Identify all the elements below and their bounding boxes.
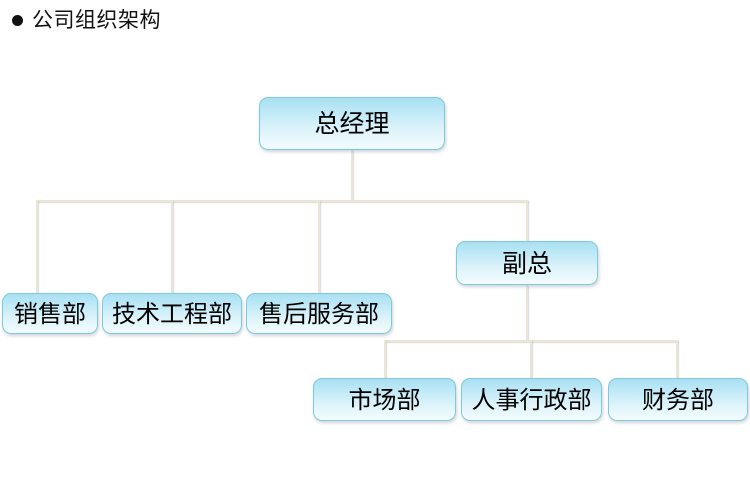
node-tech-engineering[interactable]: 技术工程部 xyxy=(102,293,242,334)
node-deputy-gm-label: 副总 xyxy=(501,248,552,278)
connector-drop-deputy xyxy=(526,200,528,242)
node-hr-admin[interactable]: 人事行政部 xyxy=(461,378,602,421)
connector-drop-marketing xyxy=(384,340,386,379)
connector-drop-after-sales xyxy=(318,200,320,294)
connector-gm-trunk xyxy=(351,150,353,201)
node-finance[interactable]: 财务部 xyxy=(608,378,748,421)
connector-main-bus xyxy=(36,200,528,202)
node-general-manager-label: 总经理 xyxy=(314,109,390,138)
node-marketing[interactable]: 市场部 xyxy=(313,378,456,421)
node-sales[interactable]: 销售部 xyxy=(2,293,98,334)
connector-drop-sales xyxy=(36,200,38,294)
node-deputy-gm[interactable]: 副总 xyxy=(456,241,598,285)
node-general-manager[interactable]: 总经理 xyxy=(259,97,445,150)
page-title-text: 公司组织架构 xyxy=(32,8,161,32)
node-finance-label: 财务部 xyxy=(642,385,714,414)
page-title: 公司组织架构 xyxy=(12,10,161,31)
node-after-sales-label: 售后服务部 xyxy=(259,299,379,328)
node-marketing-label: 市场部 xyxy=(348,385,421,414)
node-tech-engineering-label: 技术工程部 xyxy=(112,299,232,328)
node-hr-admin-label: 人事行政部 xyxy=(471,385,592,414)
node-after-sales[interactable]: 售后服务部 xyxy=(246,293,392,334)
connector-drop-hr-admin xyxy=(530,340,532,379)
connector-deputy-trunk xyxy=(526,285,528,341)
node-sales-label: 销售部 xyxy=(14,299,86,328)
connector-drop-tech xyxy=(171,200,173,294)
connector-drop-finance xyxy=(676,340,678,379)
bullet-icon xyxy=(12,15,23,26)
